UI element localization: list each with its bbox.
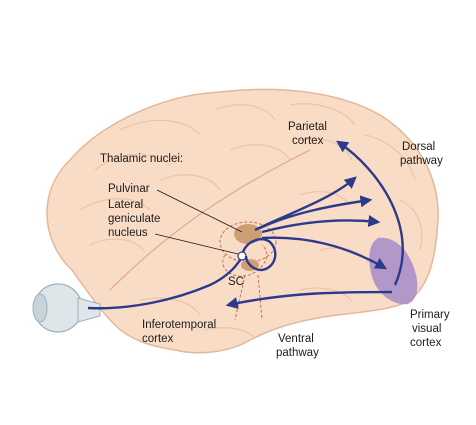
label-ventral-line2: pathway [276, 347, 319, 359]
eye [32, 283, 101, 333]
brain-outline [46, 88, 439, 354]
label-primary-line3: cortex [410, 337, 442, 349]
label-inferotemporal-line1: Inferotemporal [142, 319, 216, 331]
pulvinar-to-dorsal-mid [259, 195, 373, 230]
pulvinar-to-dorsal-low [261, 215, 381, 234]
pulvinar-nucleus [234, 224, 262, 244]
label-lgn-line3: nucleus [108, 227, 148, 239]
lgn-to-pulvinar-loop [241, 238, 277, 272]
v1-to-inferotemporal-ventral [225, 290, 393, 309]
label-lgn-line1: Lateral [108, 199, 143, 211]
primary-visual-cortex-region [369, 237, 418, 305]
label-sc: SC [228, 276, 244, 288]
label-primary-line2: visual [412, 323, 441, 335]
label-parietal-line2: cortex [292, 135, 324, 147]
label-thalamic-nuclei: Thalamic nuclei: [100, 153, 183, 165]
label-inferotemporal-line2: cortex [142, 333, 174, 345]
pulvinar-to-v1 [261, 236, 388, 270]
label-ventral-line1: Ventral [278, 333, 314, 345]
label-primary-line1: Primary [410, 309, 450, 321]
visual-pathways [87, 140, 404, 310]
brain-gyri [79, 103, 423, 339]
v1-to-parietal-dorsal [336, 140, 404, 286]
label-parietal-line1: Parietal [288, 121, 327, 133]
lgn-leader [154, 233, 239, 255]
leader-lines [154, 189, 243, 255]
label-dorsal-line2: pathway [400, 155, 443, 167]
label-pulvinar: Pulvinar [108, 183, 150, 195]
pulvinar-leader [156, 189, 243, 233]
label-dorsal-line1: Dorsal [402, 141, 435, 153]
optic-tract [87, 259, 242, 310]
label-lgn-line2: geniculate [108, 213, 160, 225]
